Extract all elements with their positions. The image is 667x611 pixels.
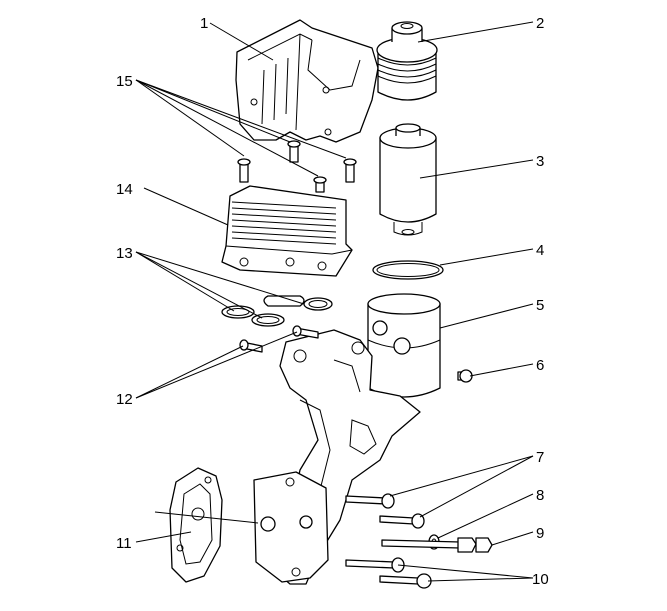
leader-lines bbox=[135, 21, 534, 582]
part-7-bolts bbox=[345, 493, 425, 529]
callout-4: 4 bbox=[536, 242, 544, 259]
callout-11: 11 bbox=[116, 535, 132, 552]
part-10-bolts bbox=[345, 557, 432, 589]
part-11-gasket bbox=[169, 467, 223, 583]
callout-7: 7 bbox=[536, 449, 544, 466]
callout-2: 2 bbox=[536, 15, 544, 32]
mounting-plate bbox=[253, 471, 329, 583]
callout-12: 12 bbox=[116, 391, 133, 408]
callout-labels: 1 2 3 4 5 6 7 8 9 10 11 12 13 14 15 bbox=[116, 15, 549, 588]
callout-15: 15 bbox=[116, 73, 133, 90]
part-6-bolt bbox=[457, 369, 473, 383]
callout-14: 14 bbox=[116, 181, 133, 198]
part-2-filter-cap bbox=[376, 21, 438, 101]
callout-3: 3 bbox=[536, 153, 544, 170]
callout-8: 8 bbox=[536, 487, 544, 504]
callout-13: 13 bbox=[116, 245, 133, 262]
part-4-seal-ring bbox=[372, 260, 444, 280]
part-3-filter-element bbox=[379, 123, 437, 236]
callout-1: 1 bbox=[200, 15, 208, 32]
part-14-oil-cooler bbox=[221, 185, 353, 277]
part-1-bracket bbox=[235, 19, 379, 143]
part-13-gaskets bbox=[221, 295, 333, 327]
callout-9: 9 bbox=[536, 525, 544, 542]
callout-10: 10 bbox=[532, 571, 549, 588]
part-9-sensor bbox=[381, 537, 493, 553]
part-15-bolts bbox=[237, 140, 357, 193]
callout-5: 5 bbox=[536, 297, 544, 314]
callout-6: 6 bbox=[536, 357, 544, 374]
part-5-filter-housing bbox=[367, 293, 441, 398]
